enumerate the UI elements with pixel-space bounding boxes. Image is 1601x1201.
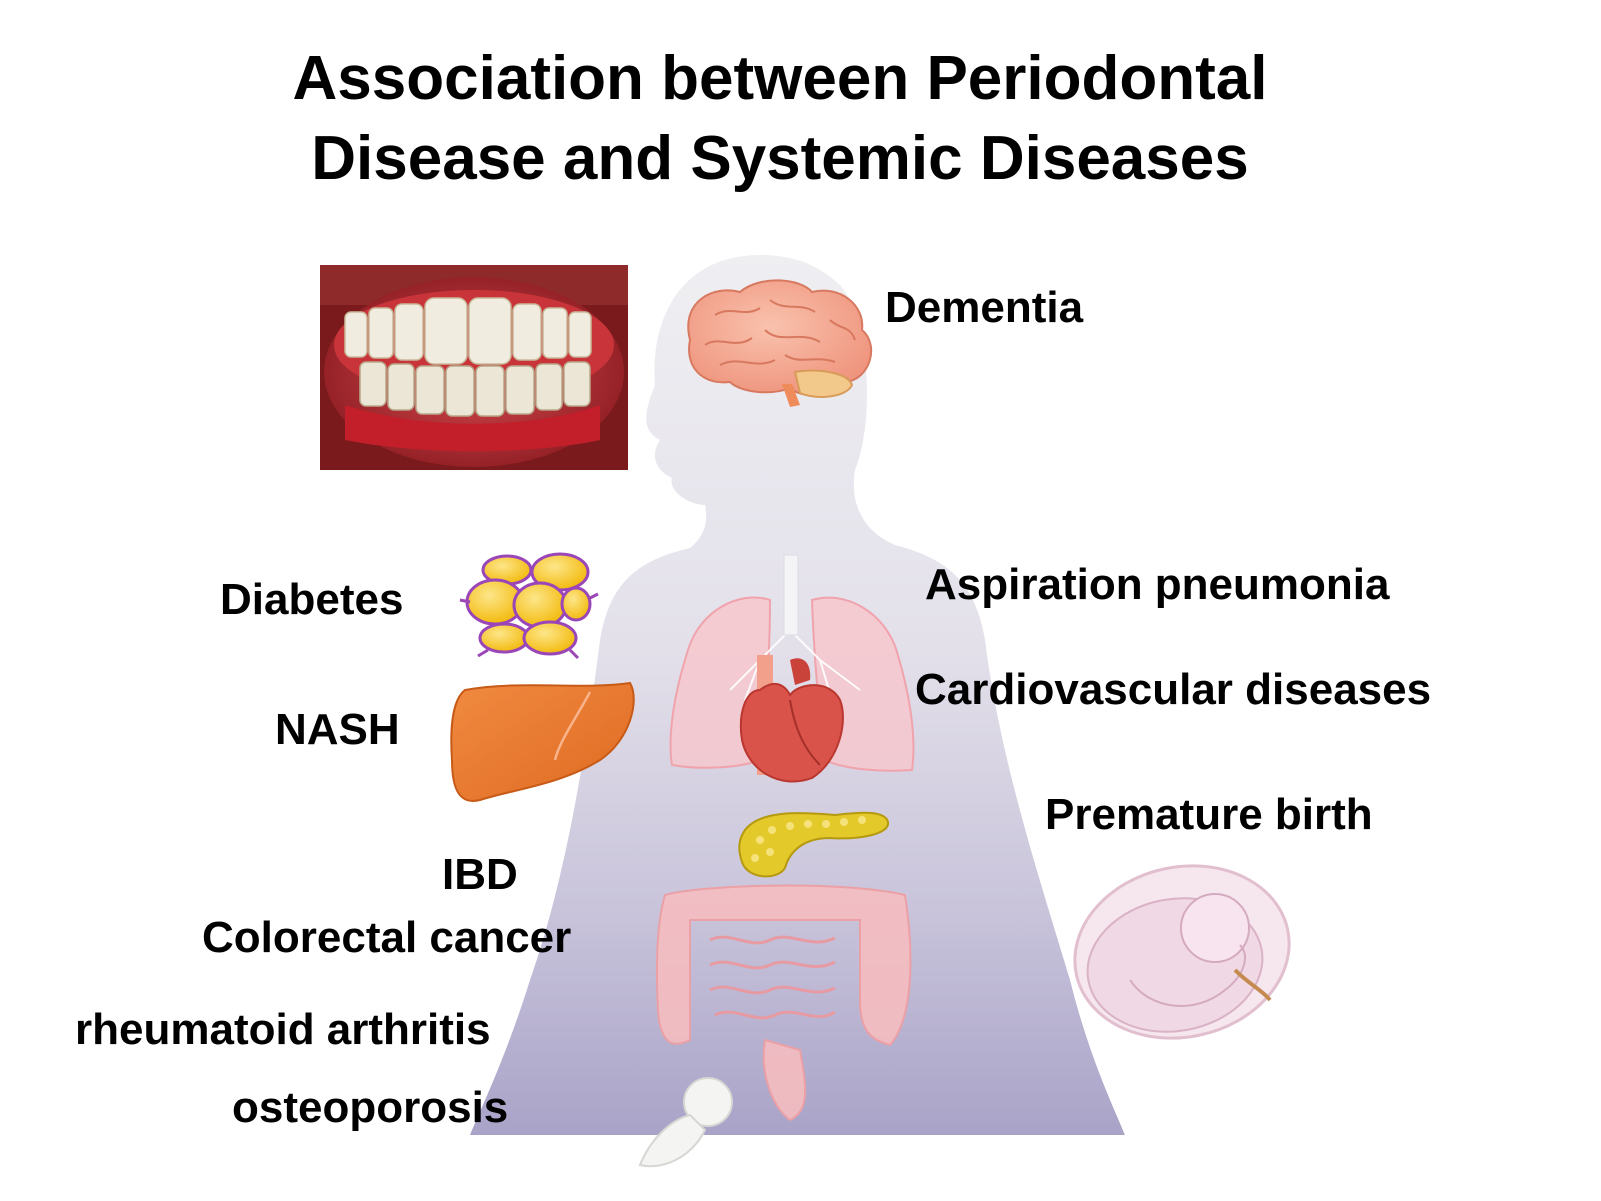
label-nash: NASH: [275, 705, 400, 754]
title-line-1: Association between Periodontal: [292, 44, 1268, 113]
label-premature-birth: Premature birth: [1045, 790, 1373, 839]
pancreas-icon: [738, 811, 889, 878]
label-cardiovascular-diseases: Cardiovascular diseases: [915, 665, 1432, 714]
intestine-icon: [655, 884, 912, 1122]
brain-icon: [687, 279, 872, 407]
heart-icon: [739, 655, 844, 783]
bone-icon: [638, 1077, 733, 1168]
label-diabetes: Diabetes: [220, 575, 404, 624]
label-colorectal-cancer: Colorectal cancer: [202, 913, 572, 962]
label-rheumatoid-arthritis: rheumatoid arthritis: [75, 1005, 491, 1054]
title-line-2: Disease and Systemic Diseases: [311, 124, 1249, 193]
label-dementia: Dementia: [885, 283, 1084, 332]
liver-icon: [450, 681, 635, 802]
label-ibd: IBD: [442, 850, 518, 899]
label-osteoporosis: osteoporosis: [232, 1083, 509, 1132]
label-aspiration-pneumonia: Aspiration pneumonia: [925, 560, 1390, 609]
adipocytes-icon: [459, 552, 599, 660]
inflamed-gums-photo-icon: [320, 265, 628, 470]
fetus-icon: [1073, 864, 1291, 1040]
